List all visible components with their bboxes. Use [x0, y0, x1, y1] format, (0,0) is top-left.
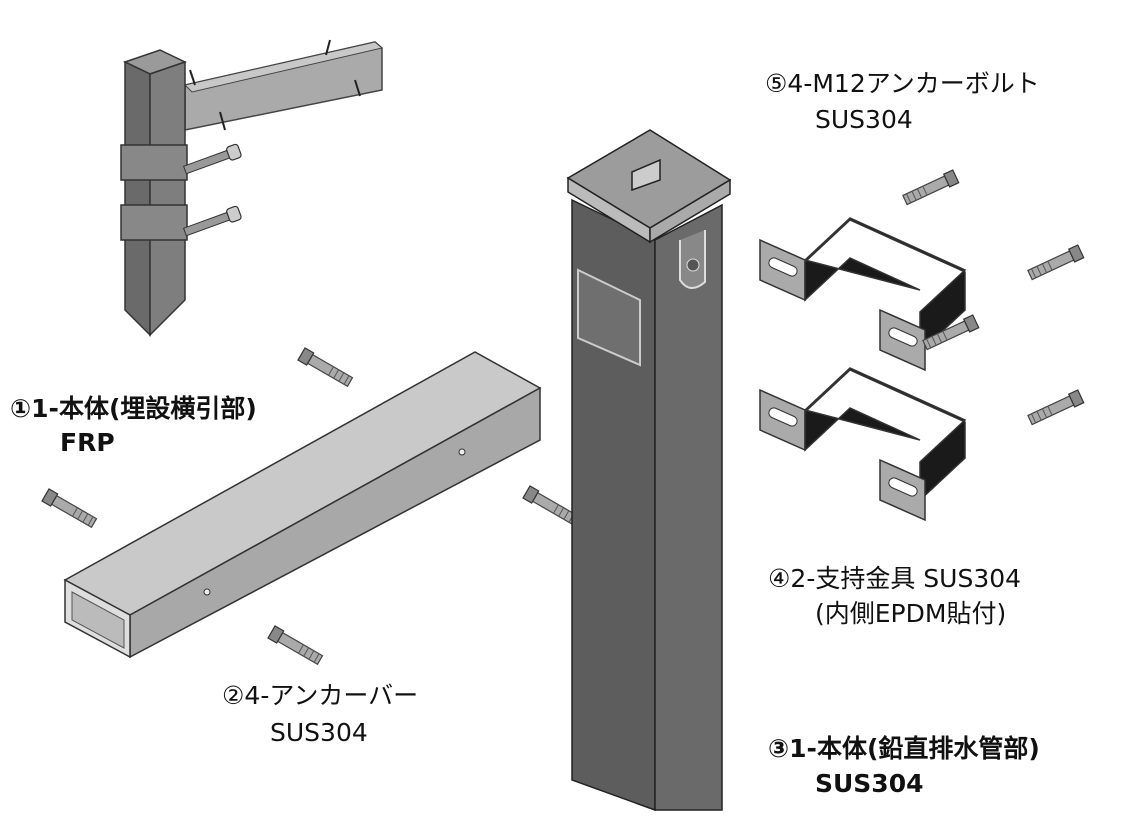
part5-anchor-bolts — [901, 169, 1085, 427]
part2-material: SUS304 — [270, 718, 368, 747]
part3-body-vertical — [566, 129, 732, 812]
part4-title: ④2-支持金具 SUS304 — [768, 564, 1022, 593]
part5-material: SUS304 — [815, 105, 913, 134]
part1-title: ①1-本体(埋設横引部) — [10, 394, 257, 423]
part2-title: ②4-アンカーバー — [222, 681, 419, 710]
part3-material: SUS304 — [815, 769, 924, 798]
part1-body-buried — [120, 39, 384, 337]
part2-anchor-bar — [41, 347, 580, 667]
part1-material: FRP — [60, 428, 115, 457]
part4-note: (内側EPDM貼付) — [815, 599, 1007, 628]
part3-title: ③1-本体(鉛直排水管部) — [768, 734, 1040, 763]
part4-support-brackets — [759, 217, 967, 522]
part5-title: ⑤4-M12アンカーボルト — [765, 69, 1040, 98]
